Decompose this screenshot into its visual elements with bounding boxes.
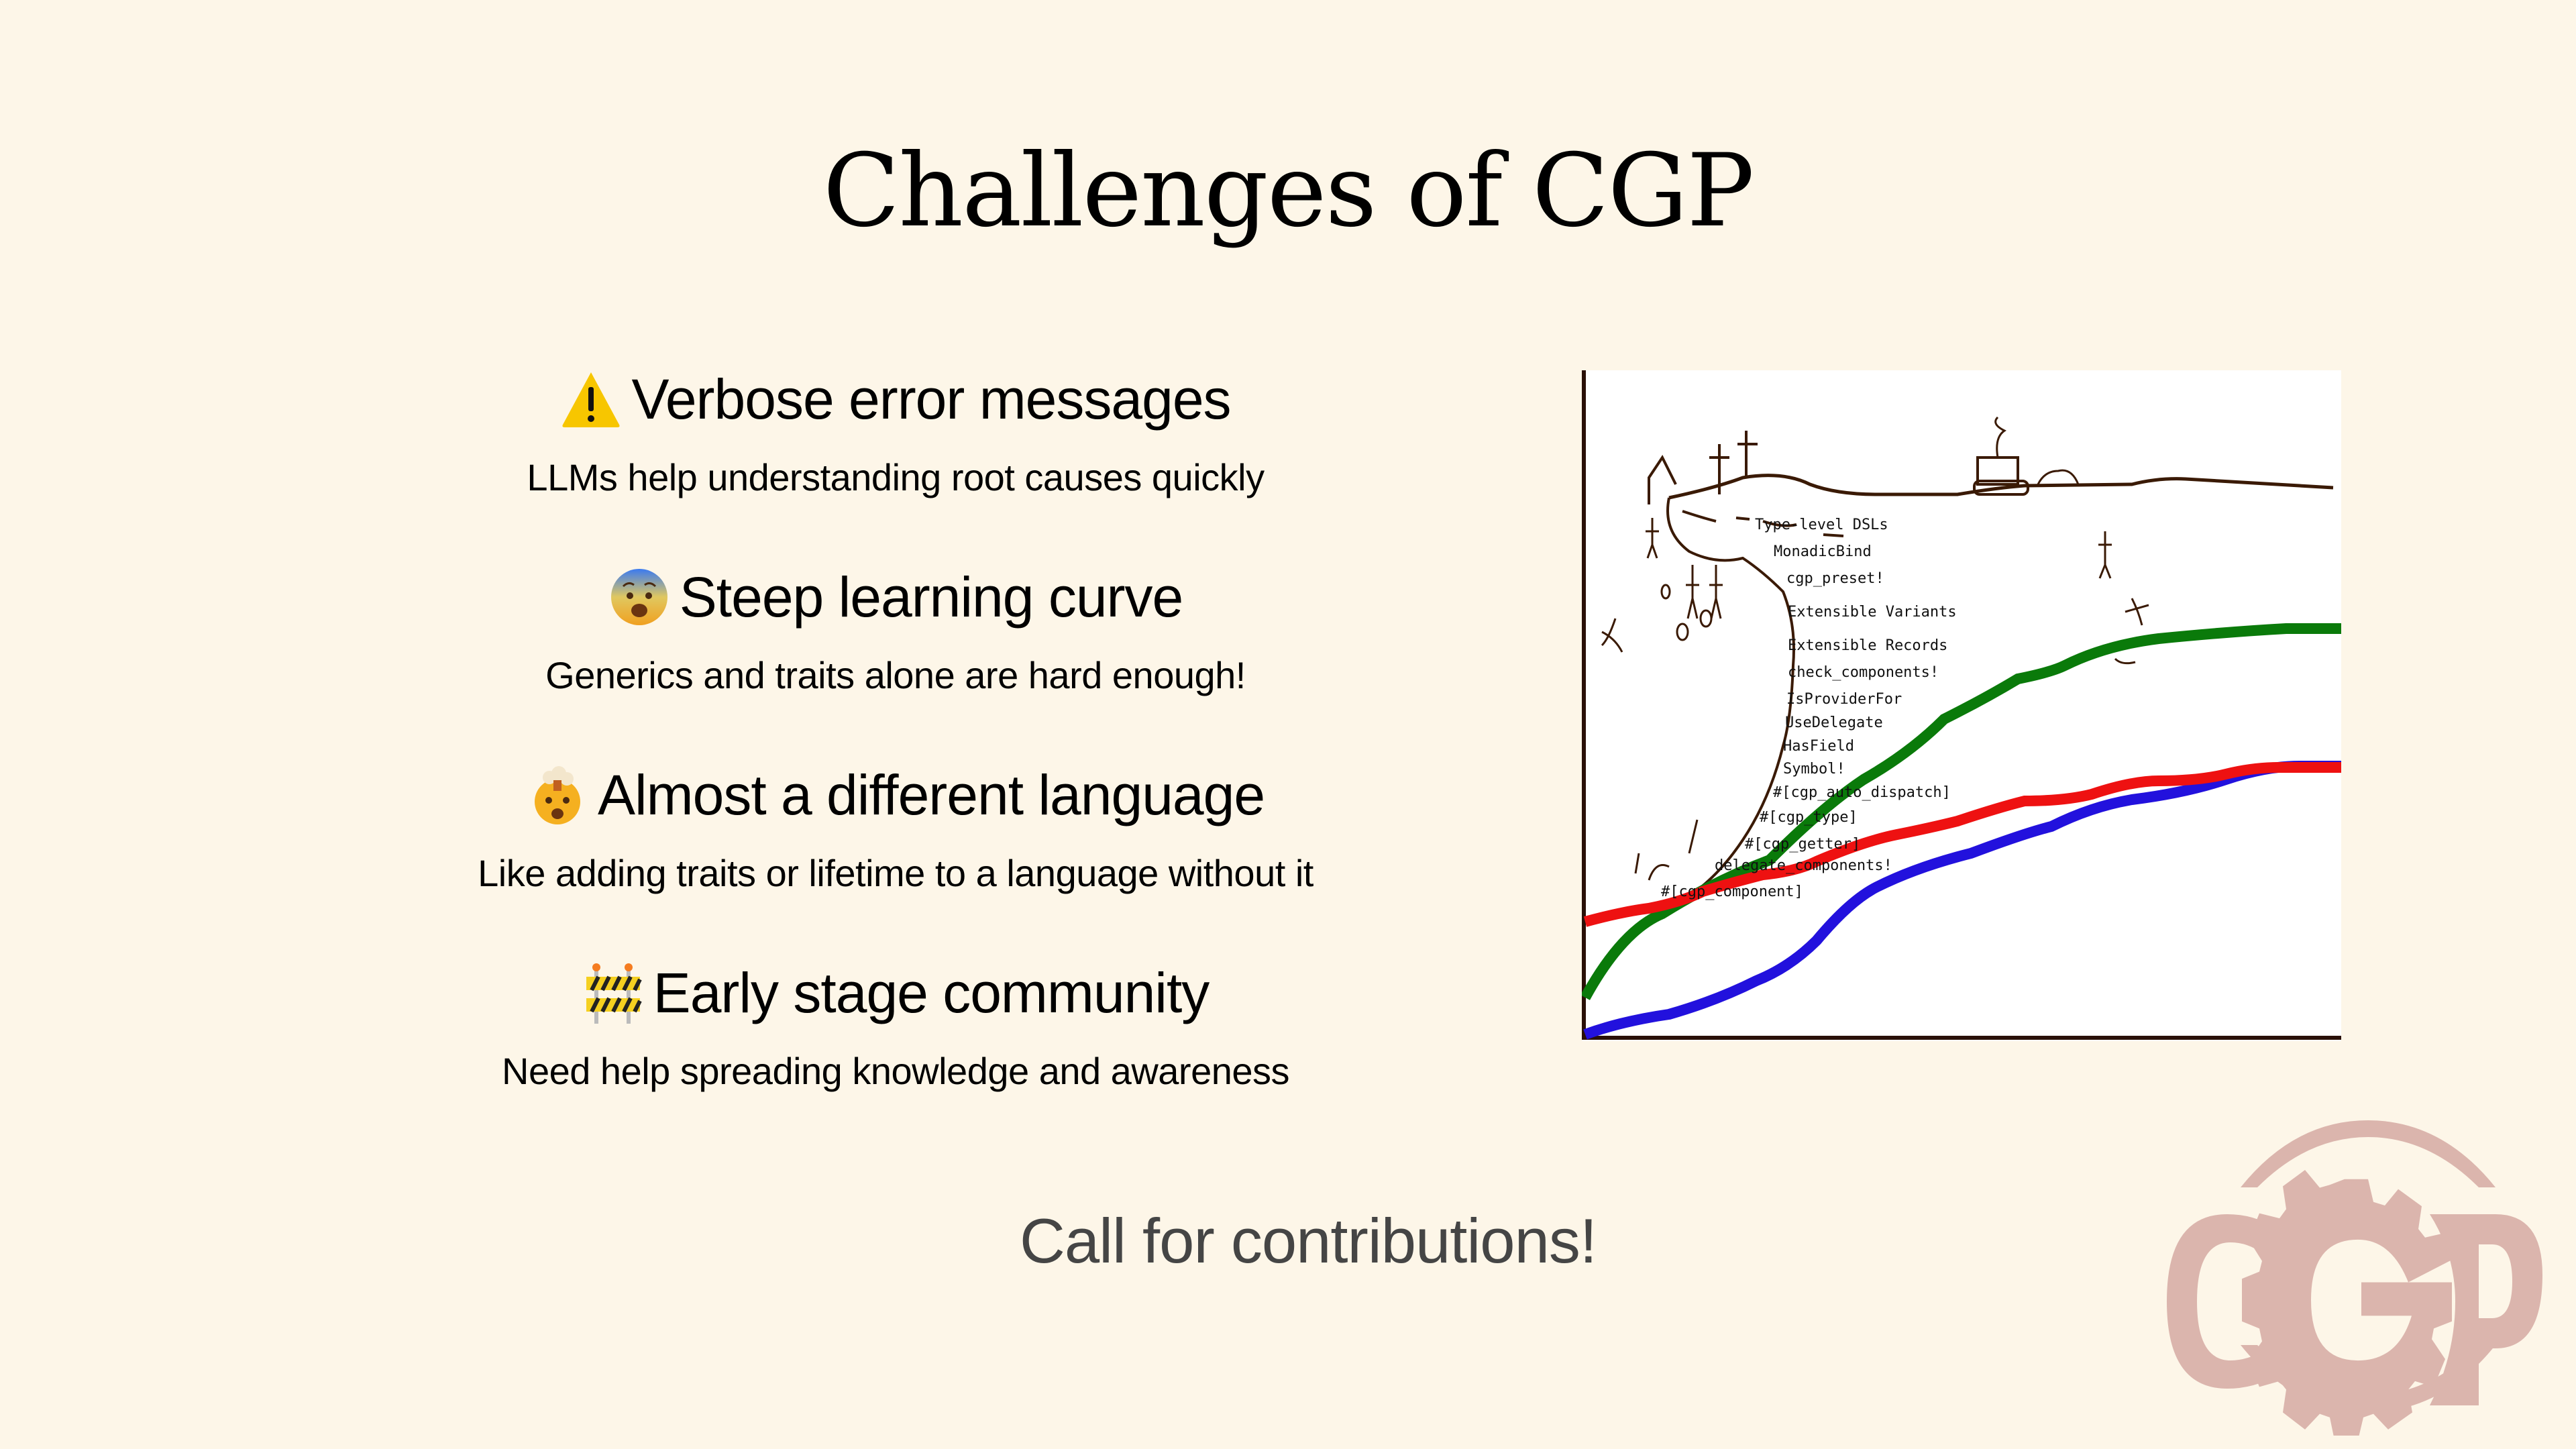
meme-label: IsProviderFor <box>1786 691 1902 708</box>
meme-label: Symbol! <box>1783 761 1845 777</box>
challenge-heading: Early stage community <box>653 961 1210 1024</box>
challenge-subtitle: Need help spreading knowledge and awaren… <box>502 1050 1290 1092</box>
challenge-subtitle: Like adding traits or lifetime to a lang… <box>478 852 1313 894</box>
meme-label: HasField <box>1783 738 1854 755</box>
challenge-heading: Verbose error messages <box>631 368 1231 431</box>
construction-barrier-icon <box>582 962 644 1024</box>
warning-icon <box>560 368 622 430</box>
meme-label: Extensible Records <box>1788 637 1948 654</box>
slide-title: Challenges of CGP <box>822 133 1755 250</box>
challenge-item: Almost a different language Like adding … <box>429 758 1362 956</box>
meme-label: MonadicBind <box>1774 543 1872 560</box>
meme-label: Extensible Variants <box>1788 604 1957 621</box>
challenge-item: Early stage community Need help spreadin… <box>429 956 1362 1154</box>
meme-label: delegate_components! <box>1715 857 1892 874</box>
challenge-item: Verbose error messages LLMs help underst… <box>429 362 1362 560</box>
gear-icon <box>2167 1120 2542 1440</box>
meme-label: UseDelegate <box>1785 714 1883 731</box>
exploding-head-icon <box>527 764 588 826</box>
meme-label: check_components! <box>1788 664 1939 681</box>
meme-label: #[cgp_auto_dispatch] <box>1773 784 1951 801</box>
challenge-subtitle: LLMs help understanding root causes quic… <box>527 456 1265 498</box>
challenge-item: Steep learning curve Generics and traits… <box>429 560 1362 758</box>
meme-label: #[cgp_type] <box>1760 809 1858 826</box>
meme-label: #[cgp_getter] <box>1745 836 1861 853</box>
meme-label: #[cgp_component] <box>1661 883 1803 900</box>
meme-label: cgp_preset! <box>1786 570 1884 587</box>
challenge-heading: Steep learning curve <box>679 566 1183 629</box>
meme-label: Type-level DSLs <box>1755 517 1888 533</box>
challenges-list: Verbose error messages LLMs help underst… <box>429 362 1362 1154</box>
cliff-drawing <box>1582 370 2341 1040</box>
cgp-logo <box>2147 1100 2563 1440</box>
fearful-face-icon <box>608 566 670 628</box>
challenge-heading: Almost a different language <box>597 763 1265 826</box>
challenge-subtitle: Generics and traits alone are hard enoug… <box>545 654 1246 696</box>
call-for-contributions: Call for contributions! <box>1020 1205 1597 1276</box>
learning-curve-meme-image: Type-level DSLs MonadicBind cgp_preset! … <box>1582 370 2341 1041</box>
